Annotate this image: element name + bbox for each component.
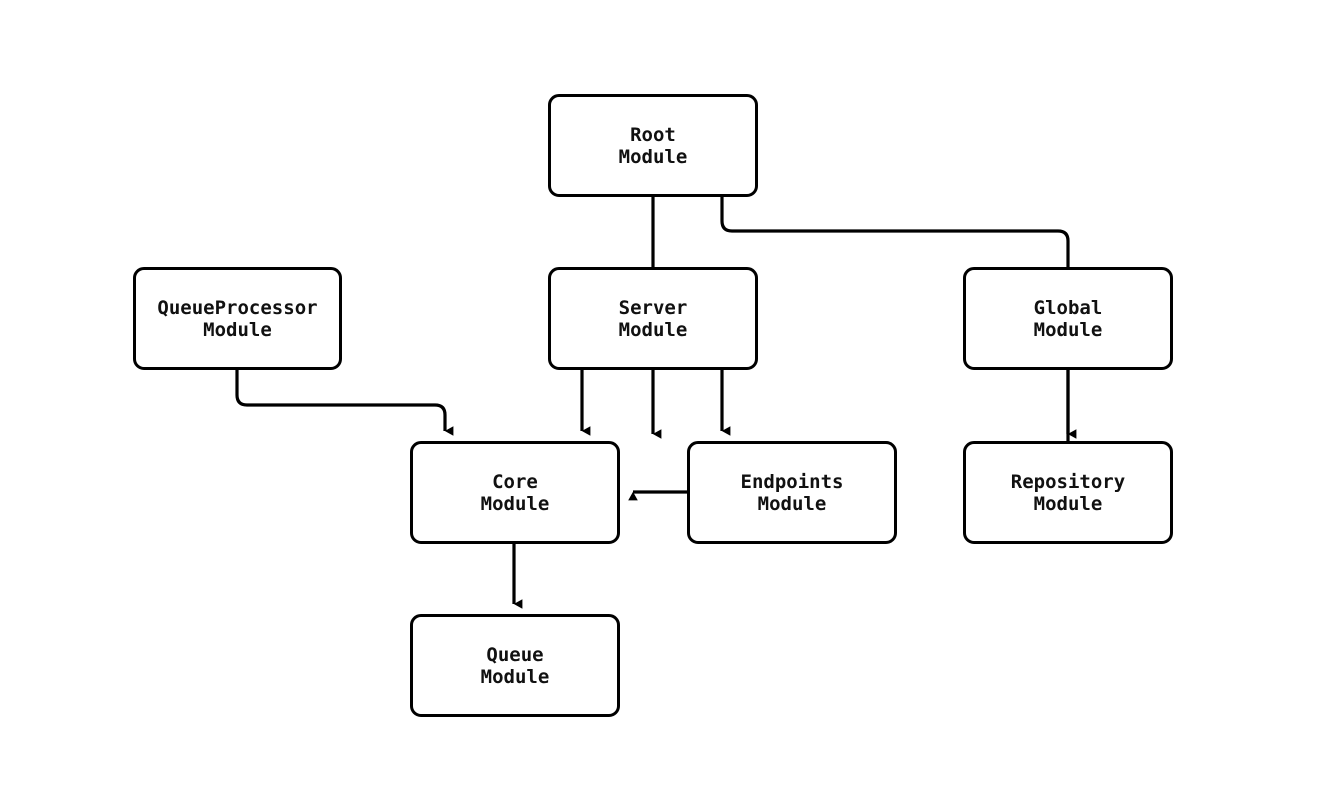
node-global-module-line1: Global [1033, 296, 1103, 319]
node-global-module-line2: Module [1033, 318, 1103, 341]
node-endpoints-module[interactable]: Endpoints Module [687, 441, 897, 544]
node-root-module[interactable]: Root Module [548, 94, 758, 197]
node-server-module-line2: Module [618, 318, 688, 341]
node-queueprocessor-module[interactable]: QueueProcessor Module [133, 267, 342, 370]
node-repository-module-line2: Module [1033, 492, 1103, 515]
node-repository-module-line1: Repository [1010, 470, 1126, 493]
node-root-module-line2: Module [618, 145, 688, 168]
node-queue-module-line1: Queue [486, 643, 544, 666]
node-server-module-line1: Server [618, 296, 688, 319]
node-queueprocessor-module-line1: QueueProcessor [157, 296, 318, 319]
node-core-module-line2: Module [480, 492, 550, 515]
node-root-module-line1: Root [630, 123, 676, 146]
edge-root-to-global [720, 197, 1077, 439]
node-core-module-line1: Core [492, 470, 538, 493]
node-queue-module[interactable]: Queue Module [410, 614, 620, 717]
node-endpoints-module-line1: Endpoints [740, 470, 844, 493]
node-queueprocessor-module-line2: Module [203, 318, 272, 341]
node-queue-module-line2: Module [480, 665, 550, 688]
node-global-module[interactable]: Global Module [963, 267, 1173, 370]
edge-queueprocessor-to-core [235, 370, 454, 436]
node-endpoints-module-line2: Module [757, 492, 827, 515]
node-core-module[interactable]: Core Module [410, 441, 620, 544]
node-server-module[interactable]: Server Module [548, 267, 758, 370]
node-repository-module[interactable]: Repository Module [963, 441, 1173, 544]
